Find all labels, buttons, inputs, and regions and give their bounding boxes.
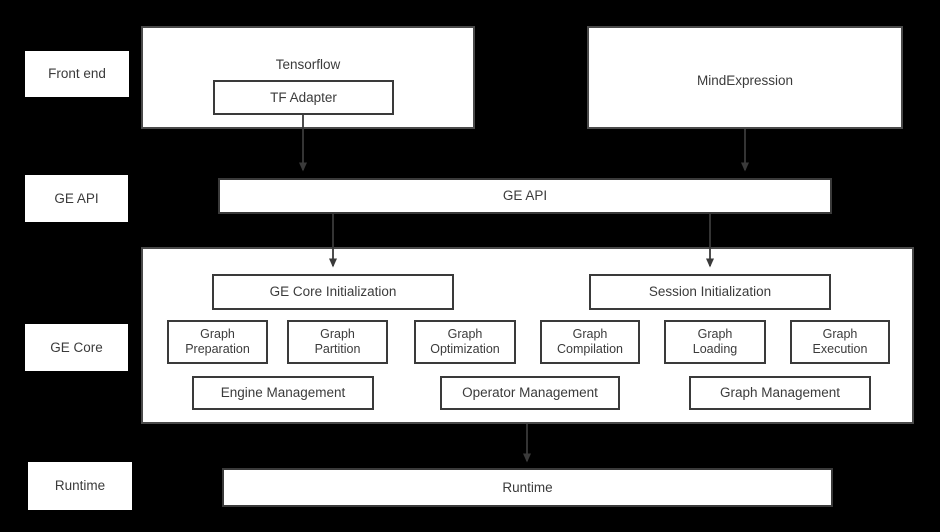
ge-api-label: GE API: [502, 188, 548, 204]
ge-core-initialization-label: GE Core Initialization: [269, 284, 397, 300]
graph-optimization-box[interactable]: Graph Optimization: [414, 320, 516, 364]
engine-management-box[interactable]: Engine Management: [192, 376, 374, 410]
tf-adapter-label: TF Adapter: [270, 89, 337, 105]
graph-loading-line2: Loading: [692, 342, 738, 356]
runtime-label: Runtime: [502, 479, 553, 495]
graph-loading-line1: Graph: [697, 327, 733, 342]
mindexpression-title: MindExpression: [696, 73, 794, 88]
graph-compilation-line1: Graph: [572, 327, 608, 342]
stage-label-ge-core: GE Core: [25, 324, 128, 371]
graph-partition-box[interactable]: Graph Partition: [287, 320, 388, 364]
graph-execution-box[interactable]: Graph Execution: [790, 320, 890, 364]
session-initialization-label: Session Initialization: [648, 284, 772, 300]
graph-management-box[interactable]: Graph Management: [689, 376, 871, 410]
graph-execution-line2: Execution: [812, 342, 868, 356]
stage-label-runtime-text: Runtime: [54, 478, 106, 494]
graph-loading-box[interactable]: Graph Loading: [664, 320, 766, 364]
graph-optimization-line1: Graph: [447, 327, 483, 342]
ge-core-initialization-box[interactable]: GE Core Initialization: [212, 274, 454, 310]
session-initialization-box[interactable]: Session Initialization: [589, 274, 831, 310]
mindexpression-container: MindExpression: [587, 26, 903, 129]
stage-label-runtime: Runtime: [28, 462, 132, 510]
graph-partition-line2: Partition: [314, 342, 361, 356]
stage-label-ge-core-text: GE Core: [50, 339, 103, 355]
stage-label-ge-api: GE API: [25, 175, 128, 222]
graph-compilation-line2: Compilation: [556, 342, 623, 356]
graph-management-label: Graph Management: [719, 385, 841, 401]
graph-preparation-box[interactable]: Graph Preparation: [167, 320, 268, 364]
runtime-box[interactable]: Runtime: [222, 468, 833, 507]
graph-preparation-line2: Preparation: [185, 342, 250, 356]
stage-label-ge-api-text: GE API: [54, 190, 99, 206]
graph-preparation-line1: Graph: [200, 327, 235, 342]
ge-api-box[interactable]: GE API: [218, 178, 832, 214]
tf-adapter-box[interactable]: TF Adapter: [213, 80, 394, 115]
stage-label-front-end: Front end: [25, 51, 129, 97]
graph-execution-line1: Graph: [822, 327, 858, 342]
operator-management-box[interactable]: Operator Management: [440, 376, 620, 410]
graph-compilation-box[interactable]: Graph Compilation: [540, 320, 640, 364]
operator-management-label: Operator Management: [462, 385, 598, 401]
graph-partition-line1: Graph: [320, 327, 355, 342]
tensorflow-title: Tensorflow: [275, 57, 341, 72]
graph-optimization-line2: Optimization: [430, 342, 500, 356]
engine-management-label: Engine Management: [220, 385, 346, 401]
stage-label-front-end-text: Front end: [48, 66, 106, 82]
